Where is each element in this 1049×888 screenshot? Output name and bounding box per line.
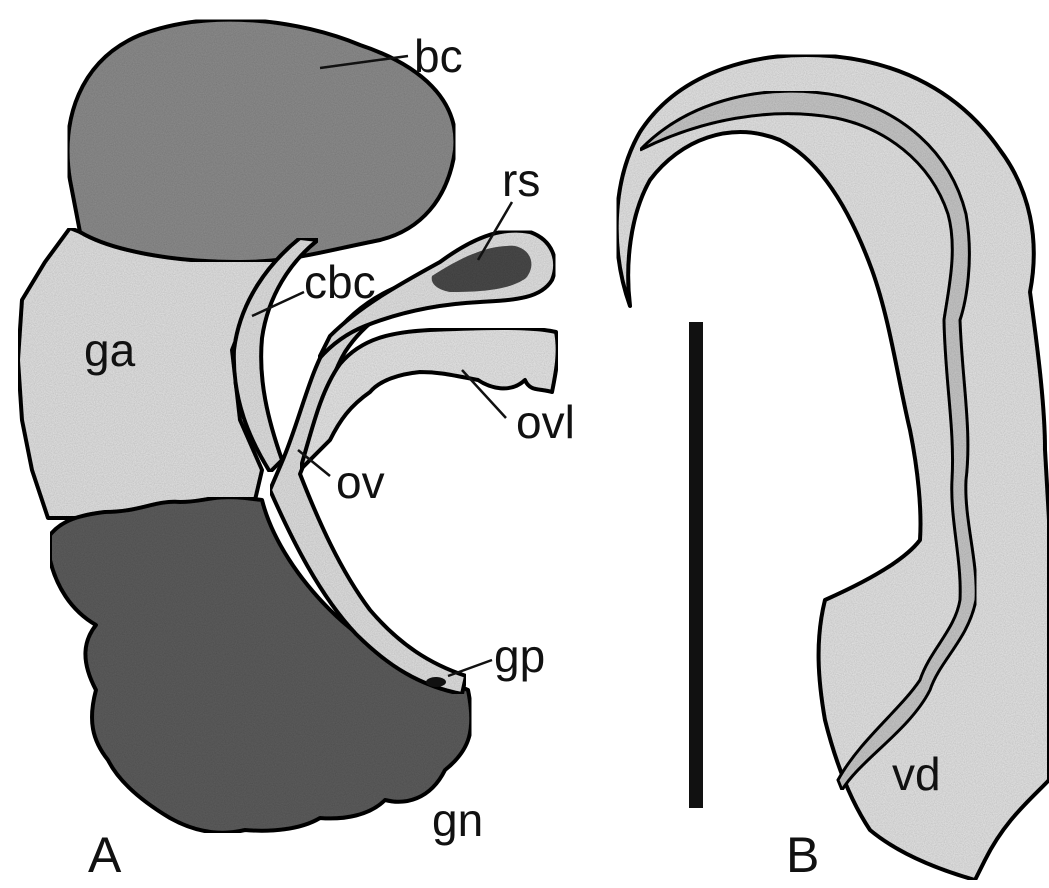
scale-bar bbox=[689, 322, 703, 808]
label-ovl: ovl bbox=[516, 396, 575, 448]
label-gp: gp bbox=[494, 630, 545, 682]
panel-label-b: B bbox=[786, 827, 819, 883]
label-bc: bc bbox=[414, 30, 463, 82]
genital-pore-mark bbox=[426, 677, 446, 687]
panel-b bbox=[617, 55, 1049, 880]
leader-gp bbox=[448, 660, 492, 676]
label-cbc: cbc bbox=[304, 256, 376, 308]
label-ov: ov bbox=[336, 456, 385, 508]
panel-label-a: A bbox=[88, 827, 122, 883]
label-ga: ga bbox=[84, 324, 136, 376]
vas-deferens-shape bbox=[617, 55, 1049, 880]
label-vd: vd bbox=[892, 748, 941, 800]
label-gn: gn bbox=[432, 794, 483, 846]
label-rs: rs bbox=[502, 154, 540, 206]
panel-a bbox=[18, 20, 558, 833]
bursa-copulatrix-shape bbox=[68, 20, 456, 262]
